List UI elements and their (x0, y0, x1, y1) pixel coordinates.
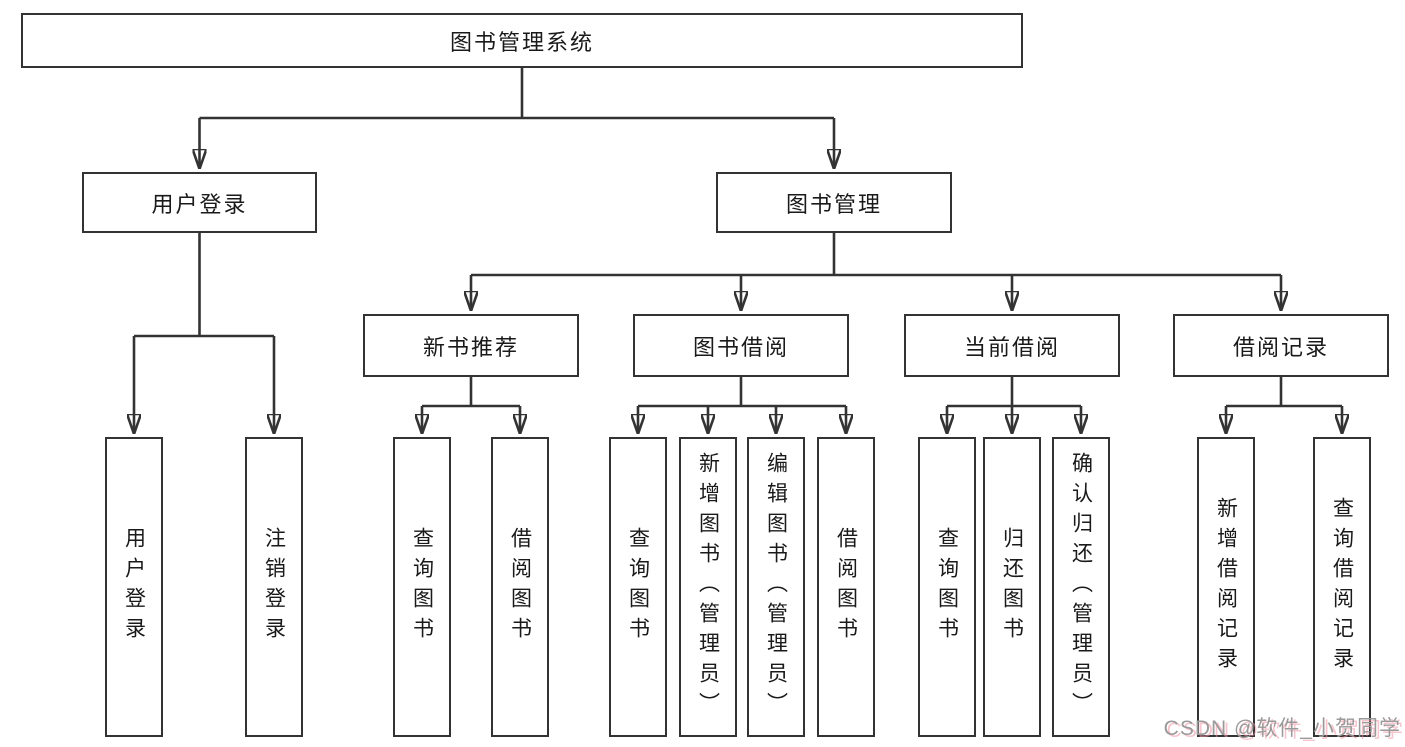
connector-book-management-to-level3 (471, 233, 1281, 310)
node-user-login-label: 用户登录 (151, 191, 248, 217)
leaf-query-books-1-label: 查询图书 (410, 527, 434, 647)
leaf-edit-book-admin-label: 编辑图书（管理员） (764, 452, 788, 722)
leaf-query-books-2-label: 查询图书 (626, 527, 650, 647)
connector-user-login-to-leaves (134, 233, 274, 433)
leaf-query-borrow-record-label: 查询借阅记录 (1330, 497, 1354, 677)
node-borrowing-records-label: 借阅记录 (1232, 334, 1329, 360)
connector-new-book-recommend-to-leaves (422, 377, 520, 433)
node-current-borrowing: 当前借阅 (904, 314, 1120, 377)
leaf-query-books-3: 查询图书 (918, 437, 976, 737)
node-book-management: 图书管理 (716, 172, 952, 233)
node-book-borrowing-label: 图书借阅 (692, 334, 789, 360)
csdn-watermark: CSDN @软件_小贺同学 (1163, 717, 1401, 740)
leaf-borrow-books-1-label: 借阅图书 (508, 527, 532, 647)
node-root: 图书管理系统 (21, 13, 1023, 68)
node-book-borrowing: 图书借阅 (633, 314, 849, 377)
leaf-add-borrow-record-label: 新增借阅记录 (1214, 497, 1238, 677)
leaf-return-books: 归还图书 (983, 437, 1041, 737)
node-user-login: 用户登录 (82, 172, 317, 233)
leaf-user-login: 用户登录 (105, 437, 163, 737)
node-new-book-recommend: 新书推荐 (363, 314, 579, 377)
leaf-return-books-label: 归还图书 (1000, 527, 1024, 647)
leaf-confirm-return-admin: 确认归还（管理员） (1052, 437, 1110, 737)
node-new-book-recommend-label: 新书推荐 (422, 334, 519, 360)
node-current-borrowing-label: 当前借阅 (963, 334, 1060, 360)
connector-borrowing-records-to-leaves (1226, 377, 1342, 433)
leaf-user-login-label: 用户登录 (122, 527, 146, 647)
connector-current-borrowing-to-leaves (947, 377, 1081, 433)
node-root-label: 图书管理系统 (449, 29, 594, 55)
leaf-logout: 注销登录 (245, 437, 303, 737)
leaf-add-borrow-record: 新增借阅记录 (1197, 437, 1255, 737)
leaf-query-books-2: 查询图书 (609, 437, 667, 737)
leaf-borrow-books-2: 借阅图书 (817, 437, 875, 737)
leaf-borrow-books-1: 借阅图书 (491, 437, 549, 737)
node-borrowing-records: 借阅记录 (1173, 314, 1389, 377)
leaf-logout-label: 注销登录 (262, 527, 286, 647)
leaf-add-book-admin: 新增图书（管理员） (679, 437, 737, 737)
leaf-query-books-3-label: 查询图书 (935, 527, 959, 647)
leaf-query-books-1: 查询图书 (393, 437, 451, 737)
connector-root-to-level2 (200, 68, 835, 168)
leaf-confirm-return-admin-label: 确认归还（管理员） (1069, 452, 1093, 722)
leaf-edit-book-admin: 编辑图书（管理员） (747, 437, 805, 737)
leaf-add-book-admin-label: 新增图书（管理员） (696, 452, 720, 722)
connector-book-borrowing-to-leaves (638, 377, 846, 433)
leaf-borrow-books-2-label: 借阅图书 (834, 527, 858, 647)
leaf-query-borrow-record: 查询借阅记录 (1313, 437, 1371, 737)
node-book-management-label: 图书管理 (785, 191, 882, 217)
